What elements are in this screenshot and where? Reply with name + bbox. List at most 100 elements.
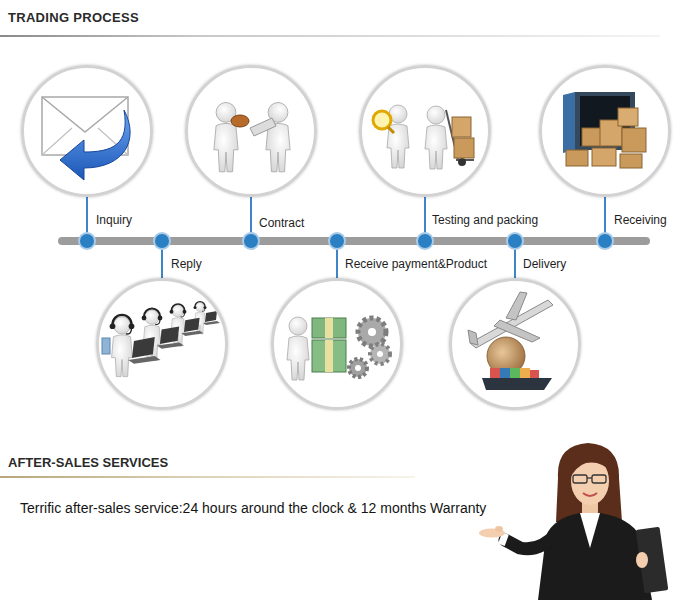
- payment-icon-part: [358, 318, 386, 346]
- call-centre-figures-part: [157, 326, 184, 348]
- payment-icon-part: [368, 328, 376, 336]
- timeline-dot: [507, 233, 523, 249]
- container-icon-part: [563, 92, 575, 153]
- payment-icon-part: [287, 317, 309, 380]
- envelope-icon-part: [60, 110, 130, 180]
- shipping-icon-part: [494, 320, 540, 342]
- call-centre-figures-part: [128, 337, 160, 364]
- container-icon: [563, 92, 646, 168]
- container-icon-part: [620, 154, 642, 168]
- title-underline: [0, 35, 660, 37]
- container-icon-part: [622, 128, 646, 152]
- payment-icon-part: [370, 344, 390, 364]
- step-circle: Contract: [185, 65, 317, 197]
- payment-icon-part: [325, 318, 333, 338]
- step-label: Testing and packing: [431, 213, 539, 227]
- timeline-connector: [251, 197, 337, 278]
- timeline-segment: [251, 237, 337, 245]
- step-label: Inquiry: [95, 213, 133, 227]
- presenter-figure-part: [580, 513, 600, 548]
- step-label: Reply: [170, 257, 203, 271]
- shipping-icon-part: [530, 370, 539, 378]
- step-circle: Receive payment&Product: [271, 278, 403, 410]
- container-icon-part: [582, 128, 602, 146]
- call-centre-figures: [102, 302, 220, 377]
- timeline-segment: [87, 237, 162, 245]
- shipping-icon-part: [468, 330, 478, 345]
- call-centre-figures-part: [203, 311, 220, 325]
- presenter-figure-part: [587, 477, 592, 478]
- handover-figures-part: [266, 103, 290, 172]
- timeline-connector: [87, 197, 162, 278]
- step-circle: Inquiry: [21, 65, 153, 197]
- timeline-connector: [162, 197, 251, 278]
- presenter-figure-part: [538, 513, 652, 600]
- presenter-figure-part: [636, 527, 669, 594]
- presenter-figure-part: [556, 443, 622, 522]
- payment-icon-part: [349, 359, 367, 377]
- presenter-figure-part: [583, 493, 597, 496]
- call-centre-figures-part: [181, 318, 203, 336]
- payment-icon-part: [377, 351, 383, 357]
- payment-icon: [287, 317, 390, 380]
- step-label: Receiving: [613, 213, 668, 227]
- timeline-segment: [162, 237, 251, 245]
- step-circle: Testing and packing: [359, 65, 491, 197]
- container-icon-part: [592, 148, 616, 166]
- presenter-figure-part: [636, 552, 648, 568]
- presenter-figure-part: [592, 475, 606, 483]
- presenter-figure: [479, 443, 668, 600]
- timeline-dot: [329, 233, 345, 249]
- timeline-dot: [154, 233, 170, 249]
- timeline-dot: [243, 233, 259, 249]
- timeline-dot: [79, 233, 95, 249]
- section-heading: AFTER-SALES SERVICES: [8, 455, 168, 471]
- timeline-segment: [515, 237, 605, 245]
- inspection-figures-part: [373, 111, 391, 129]
- timeline-dot: [417, 233, 433, 249]
- step-label: Contract: [258, 216, 305, 230]
- payment-icon-part: [312, 318, 346, 338]
- shipping-icon-part: [500, 368, 510, 378]
- step-label: Delivery: [522, 257, 567, 271]
- presenter-figure-part: [495, 526, 503, 532]
- envelope-icon: [42, 97, 130, 180]
- inspection-figures: [373, 105, 474, 169]
- handover-figures-part: [250, 118, 276, 136]
- presenter-figure-part: [505, 534, 556, 549]
- note-text: Terrific after-sales service:24 hours ar…: [20, 500, 486, 517]
- step-circle: Receiving: [539, 65, 671, 197]
- inspection-figures-part: [458, 158, 466, 166]
- inspection-figures-part: [454, 138, 474, 158]
- envelope-icon-part: [42, 128, 72, 155]
- step-circle: Reply: [96, 278, 228, 410]
- presenter-figure-part: [573, 475, 587, 483]
- payment-icon-part: [312, 340, 346, 372]
- heading-underline: [0, 476, 415, 478]
- timeline-connector: [515, 197, 605, 278]
- container-icon-part: [566, 150, 588, 166]
- timeline-segment: [425, 237, 515, 245]
- shipping-icon-part: [510, 368, 520, 378]
- envelope-icon-part: [42, 97, 128, 132]
- timeline-bar: [58, 237, 650, 245]
- shipping-icon-part: [482, 378, 552, 390]
- shipping-icon-part: [506, 292, 527, 320]
- call-centre-figures-part: [102, 338, 110, 354]
- timeline-segment: [337, 237, 425, 245]
- payment-icon-part: [355, 365, 361, 371]
- handover-figures-part: [214, 103, 238, 172]
- inspection-figures-part: [425, 106, 447, 169]
- call-centre-figures-part: [110, 315, 135, 377]
- timeline-dot: [597, 233, 613, 249]
- step-label: Receive payment&Product: [344, 257, 488, 271]
- handover-figures: [214, 103, 290, 172]
- shipping-icon-part: [490, 368, 500, 378]
- inspection-figures-part: [388, 127, 394, 133]
- container-icon-part: [618, 108, 638, 126]
- shipping-icon-part: [520, 368, 530, 378]
- payment-icon-part: [325, 340, 333, 372]
- inspection-figures-part: [452, 117, 471, 137]
- step-circle: Delivery: [449, 278, 581, 410]
